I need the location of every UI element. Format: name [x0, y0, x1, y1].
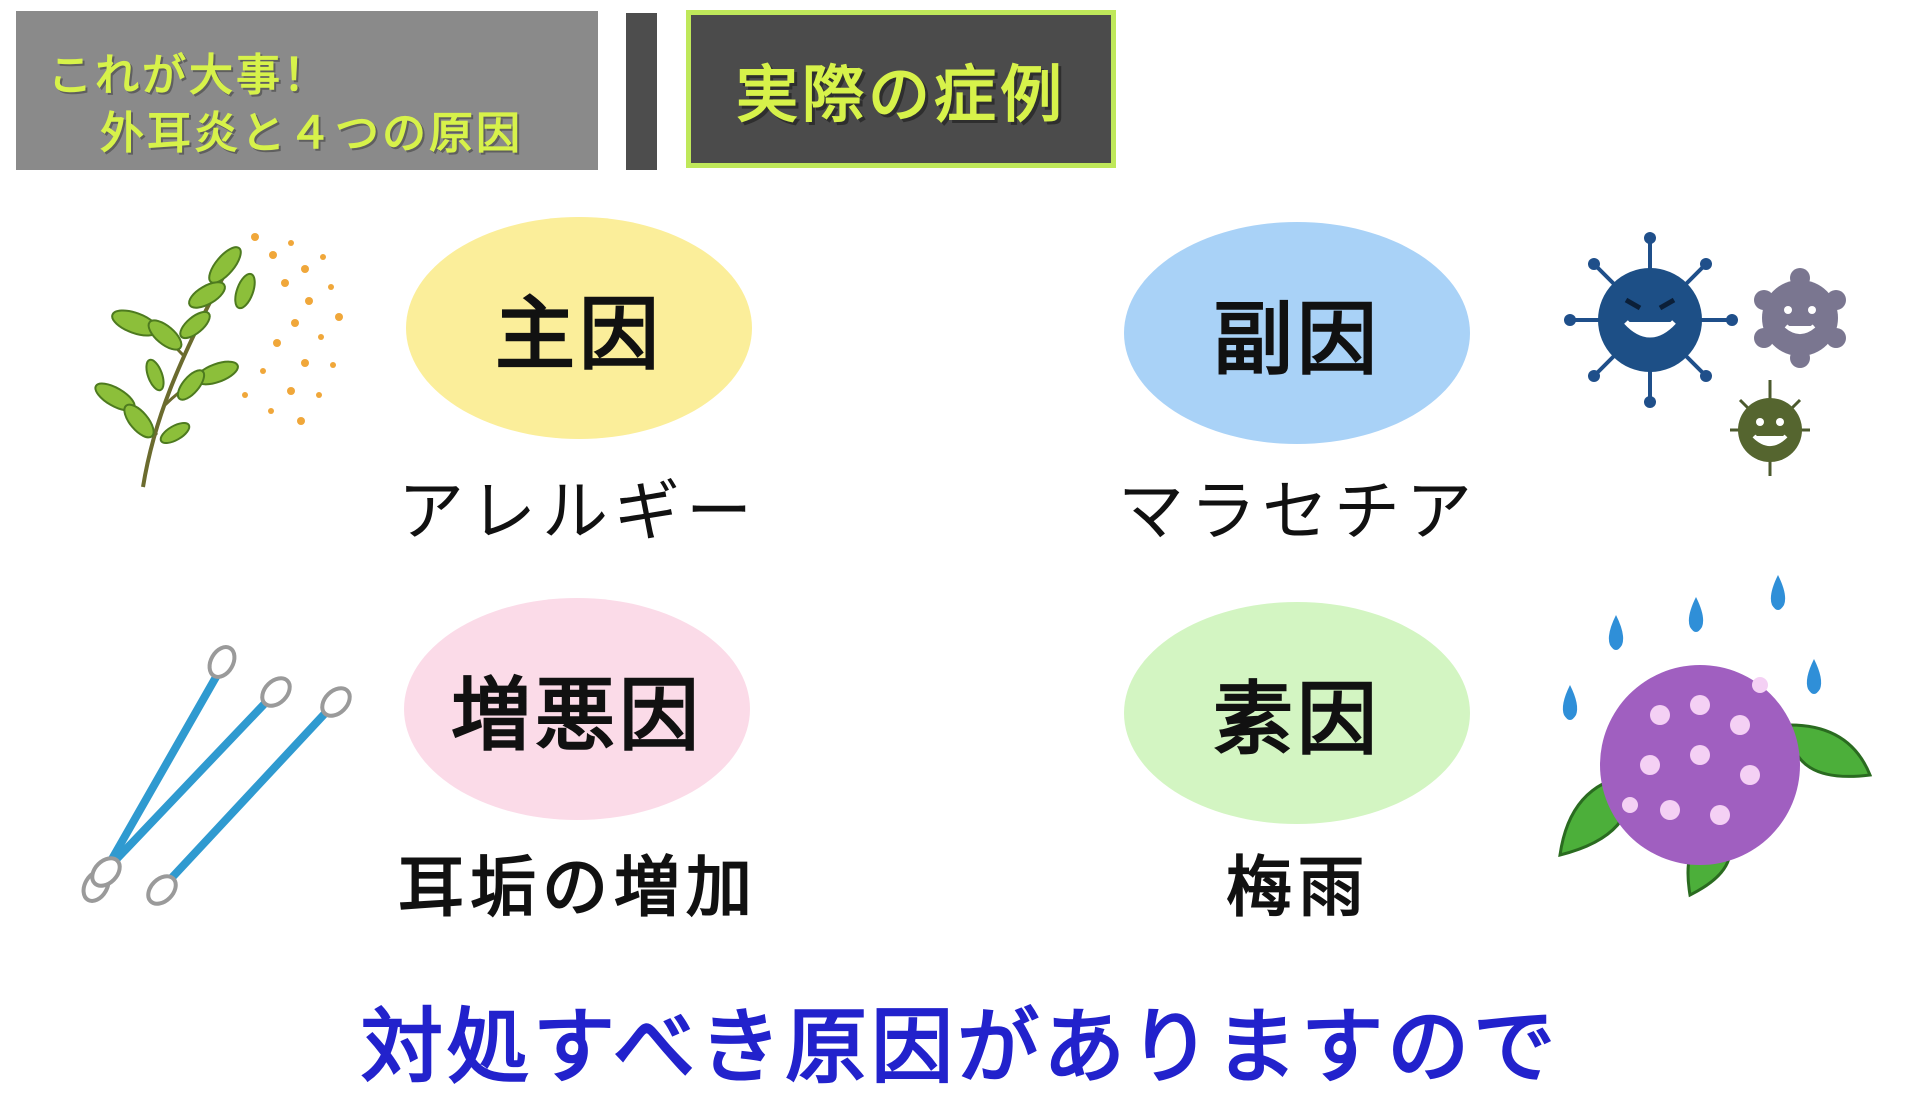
aggravating-cause-oval: 増悪因 [404, 598, 750, 820]
main-cause-oval: 主因 [406, 217, 752, 439]
header-topic-line1: これが大事！ [48, 50, 330, 101]
predisposing-cause-label: 素因 [1213, 673, 1381, 766]
aggravating-cause-example: 耳垢の増加 [398, 849, 758, 926]
header-section-title: 実際の症例 [735, 58, 1066, 131]
germs-icon [1564, 232, 1846, 476]
secondary-cause-label: 副因 [1213, 293, 1381, 386]
predisposing-cause-oval: 素因 [1124, 602, 1470, 824]
main-cause-example: アレルギー [398, 473, 758, 550]
hydrangea-rain-icon [1558, 575, 1873, 898]
secondary-cause-example: マラセチア [1118, 473, 1478, 550]
header-section-box: 実際の症例 [686, 10, 1116, 168]
header-separator [626, 13, 657, 170]
secondary-cause-oval: 副因 [1124, 222, 1470, 444]
predisposing-cause-example: 梅雨 [1226, 849, 1370, 926]
aggravating-cause-label: 増悪因 [451, 669, 703, 762]
header-topic-box: これが大事！ 外耳炎と４つの原因 [16, 11, 598, 170]
header-topic-line2: 外耳炎と４つの原因 [100, 108, 523, 159]
main-cause-label: 主因 [495, 288, 663, 381]
subtitle-caption: 対処すべき原因がありますので [360, 1000, 1560, 1095]
cotton-swabs-icon [81, 645, 352, 906]
ragweed-pollen-icon [94, 233, 343, 488]
